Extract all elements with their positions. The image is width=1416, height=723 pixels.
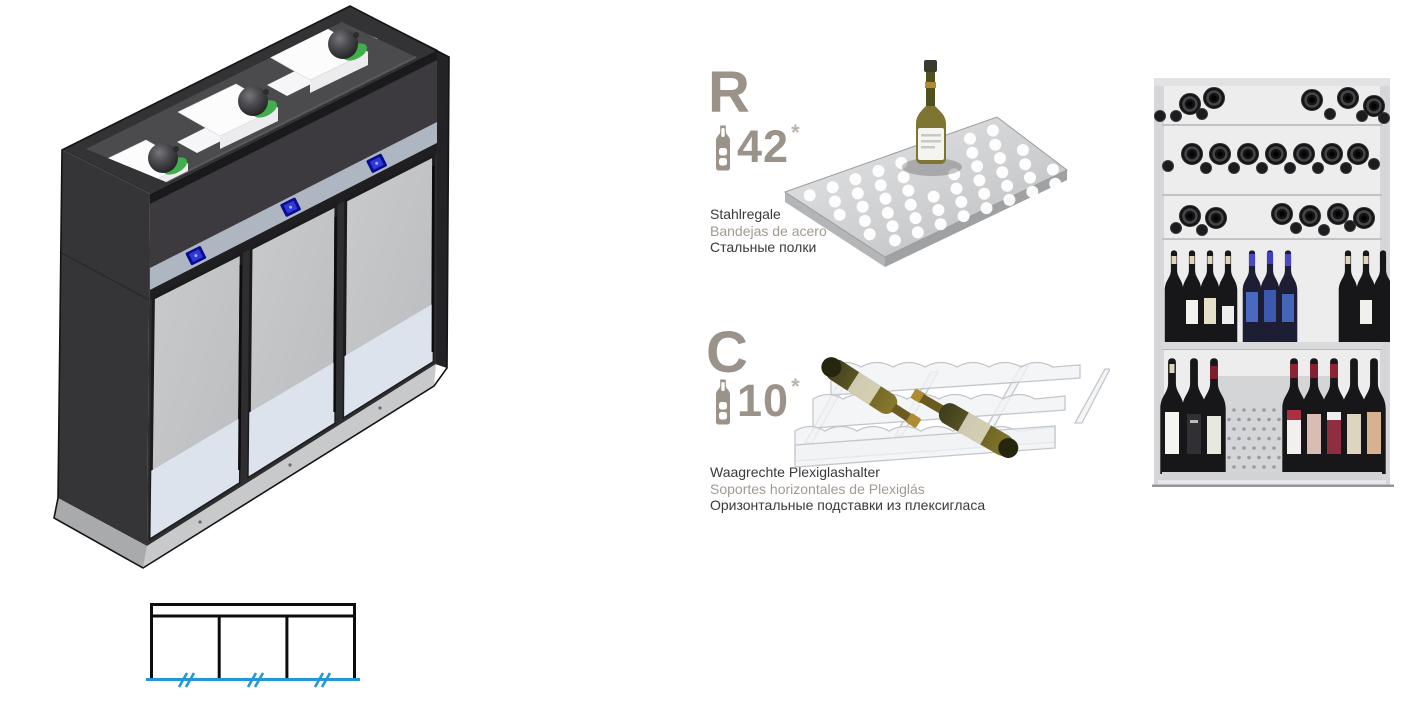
upright-bottle-row-2 — [1160, 358, 1386, 474]
option-r-name-ru: Стальные полки — [710, 239, 817, 255]
option-c-name-de: Waagrechte Plexiglashalter — [710, 464, 880, 480]
option-c-name-es: Soportes horizontales de Plexiglás — [710, 480, 925, 497]
cabinet-top-band — [150, 60, 437, 268]
option-c-code: C — [706, 320, 749, 385]
option-c-asterisk: * — [791, 374, 800, 399]
cabinet-front-schematic — [146, 603, 360, 688]
bottle-capacity-icon — [716, 125, 730, 171]
wine-cabinet-illustration — [53, 5, 450, 569]
option-r-asterisk: * — [791, 120, 800, 145]
option-c-names: Waagrechte Plexiglashalter Soportes hori… — [710, 464, 985, 514]
temperature-displays — [185, 153, 387, 266]
steel-shelf-image — [783, 60, 1068, 267]
interior-photo — [1152, 78, 1394, 487]
option-r-name-es: Bandejas de acero — [710, 222, 827, 239]
upright-bottle-row-1 — [1164, 250, 1390, 342]
option-c-name-ru: Оризонтальные подставки из плексигласа — [710, 497, 986, 513]
option-r-names: Stahlregale Bandejas de acero Стальные п… — [710, 206, 827, 256]
bottle-capacity-icon — [716, 379, 730, 425]
lying-bottle-left — [821, 357, 921, 428]
lying-bottle-right — [910, 388, 1019, 458]
option-c-capacity: 10 * — [712, 374, 800, 426]
cabinet-left-panel — [58, 150, 150, 546]
option-r-name-de: Stahlregale — [710, 206, 781, 222]
plexiglass-holder-image — [794, 357, 1110, 468]
option-r-capacity: 42 * — [712, 120, 800, 172]
option-r-capacity-number: 42 — [737, 121, 790, 172]
schematic-floor-line — [146, 672, 360, 688]
cabinet-doors — [148, 153, 436, 541]
option-r-code: R — [708, 60, 751, 125]
standing-wine-bottle — [916, 60, 946, 164]
option-c-capacity-number: 10 — [737, 375, 790, 426]
